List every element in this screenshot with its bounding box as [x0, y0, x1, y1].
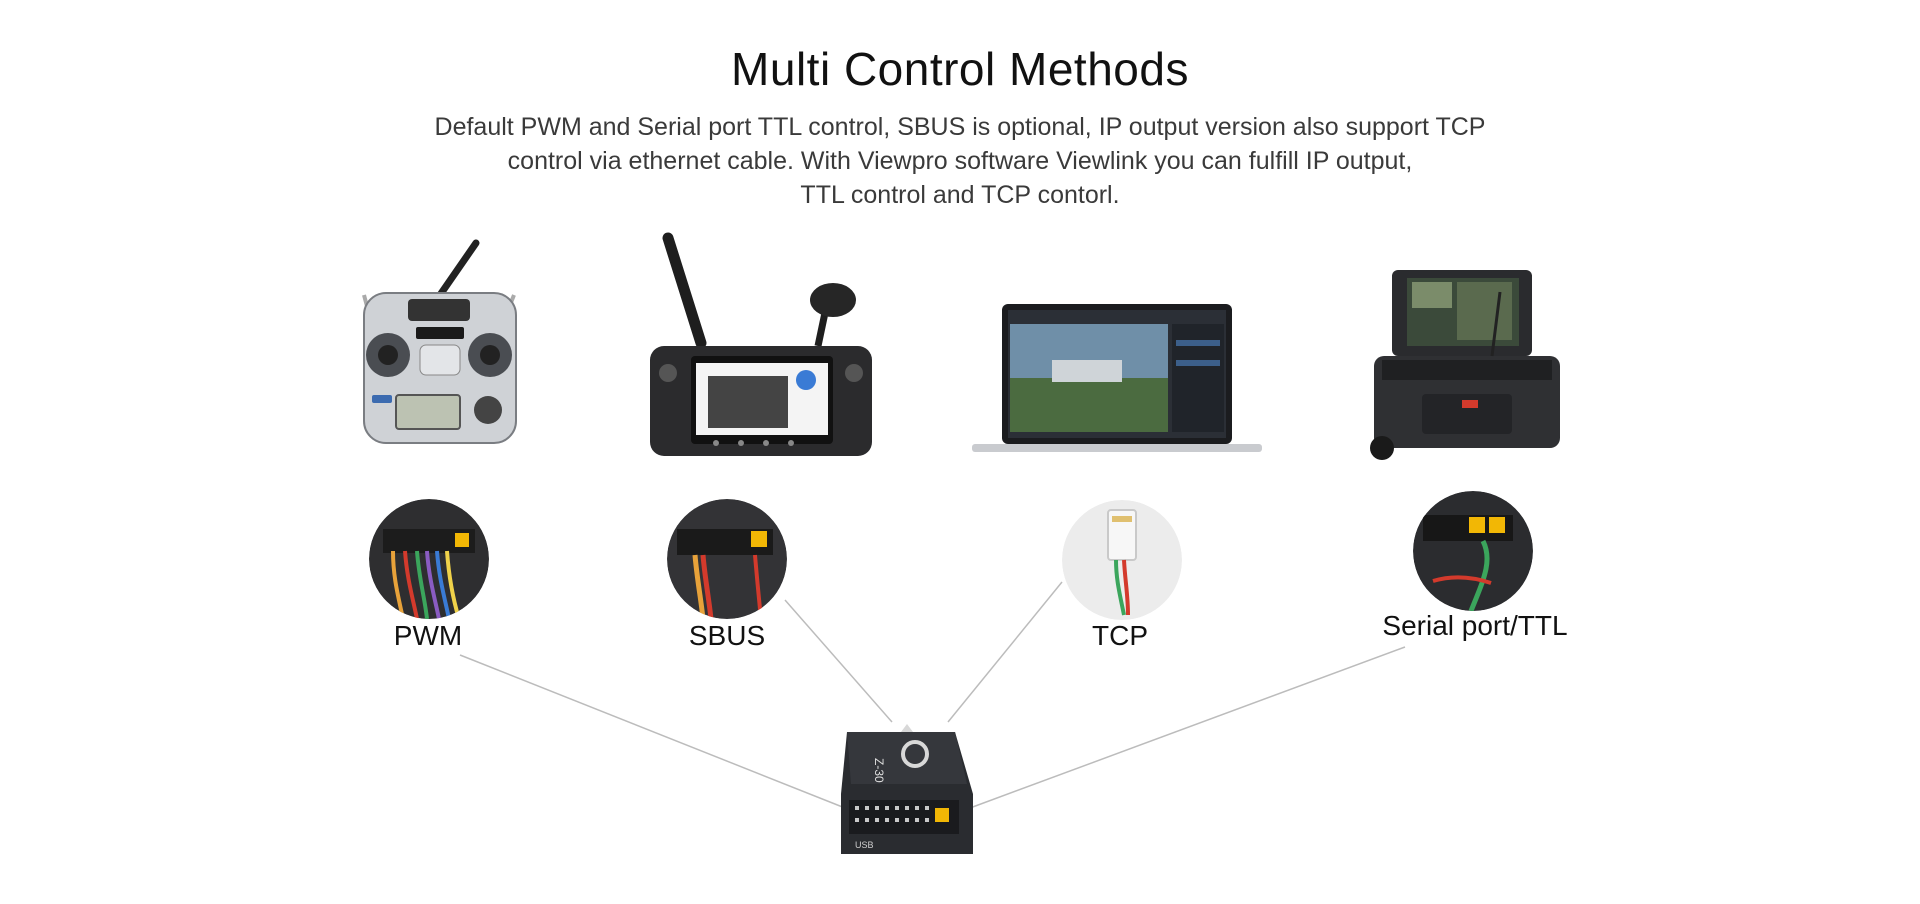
smart-controller-icon [650, 232, 872, 456]
method-label-pwm: PWM [393, 620, 463, 651]
description-line: Default PWM and Serial port TTL control,… [434, 113, 1486, 141]
laptop-icon [972, 304, 1262, 452]
method-label-tcp: TCP [1092, 620, 1148, 651]
sbus-connector-photo [667, 499, 787, 619]
rc-transmitter-icon [362, 239, 517, 444]
description-line: TTL control and TCP contorl. [800, 181, 1120, 209]
method-label-sbus: SBUS [688, 620, 766, 651]
serial-ttl-connector-photo [1413, 491, 1533, 611]
description-line: control via ethernet cable. With Viewpro… [507, 147, 1413, 175]
tcp-connector-photo [1062, 500, 1182, 620]
description: Default PWM and Serial port TTL control,… [380, 110, 1540, 212]
page-title: Multi Control Methods [731, 43, 1189, 95]
device-label: Z-30 [872, 758, 886, 783]
ground-station-case-icon [1370, 270, 1560, 460]
control-board-icon: Z-30 USB [841, 724, 973, 854]
device-port-label: USB [855, 840, 874, 850]
pwm-connector-photo [369, 499, 489, 619]
method-label-serial-ttl: Serial port/TTL [1382, 610, 1568, 641]
